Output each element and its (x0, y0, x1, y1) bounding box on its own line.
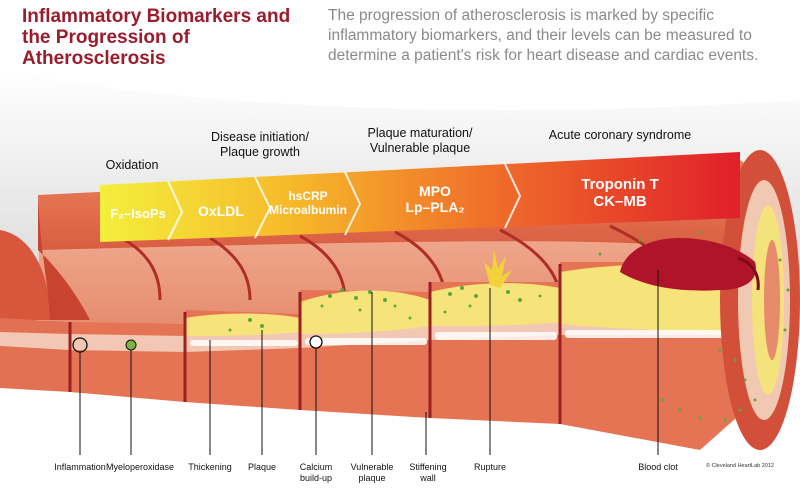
marker-ck-mb: CK–MB (593, 193, 647, 210)
label-thickening: Thickening (188, 462, 232, 472)
stage-acs: Acute coronary syndrome (548, 128, 692, 142)
marker-f2-isops: F₂–IsoPs (110, 206, 166, 221)
label-blood-clot: Blood clot (638, 462, 678, 472)
marker-hscrp: hsCRP (288, 189, 328, 203)
marker-troponin-t: Troponin T (581, 176, 659, 193)
stage-maturation: Plaque maturation/ Vulnerable plaque (367, 126, 473, 155)
marker-oxldl: OxLDL (198, 203, 244, 219)
label-inflammation: Inflammation (54, 462, 106, 472)
myeloperoxidase-marker (125, 339, 137, 351)
label-myeloperoxidase: Myeloperoxidase (105, 462, 175, 472)
marker-lp-pla2: Lp–PLA₂ (405, 199, 465, 215)
blood-clot (620, 238, 756, 291)
label-stiffening: Stiffening wall (409, 462, 447, 483)
label-calcium: Calcium build-up (299, 462, 333, 483)
label-plaque: Plaque (247, 462, 277, 472)
label-vulnerable: Vulnerable plaque (350, 462, 394, 483)
stage-initiation: Disease initiation/ Plaque growth (211, 130, 309, 159)
title: Inflammatory Biomarkers and the Progress… (22, 6, 291, 69)
label-rupture: Rupture (473, 462, 507, 472)
biomarker-arrow (100, 152, 740, 242)
marker-mpo: MPO (419, 183, 451, 199)
rupture-burst (484, 250, 512, 288)
marker-microalbumin: Microalbumin (268, 203, 347, 217)
copyright: © Cleveland HeartLab 2012 (706, 463, 774, 469)
leader-lines (79, 270, 659, 455)
calcium-marker (309, 335, 323, 349)
subtitle: The progression of atherosclerosis is ma… (328, 7, 759, 64)
stage-oxidation: Oxidation (105, 158, 159, 172)
